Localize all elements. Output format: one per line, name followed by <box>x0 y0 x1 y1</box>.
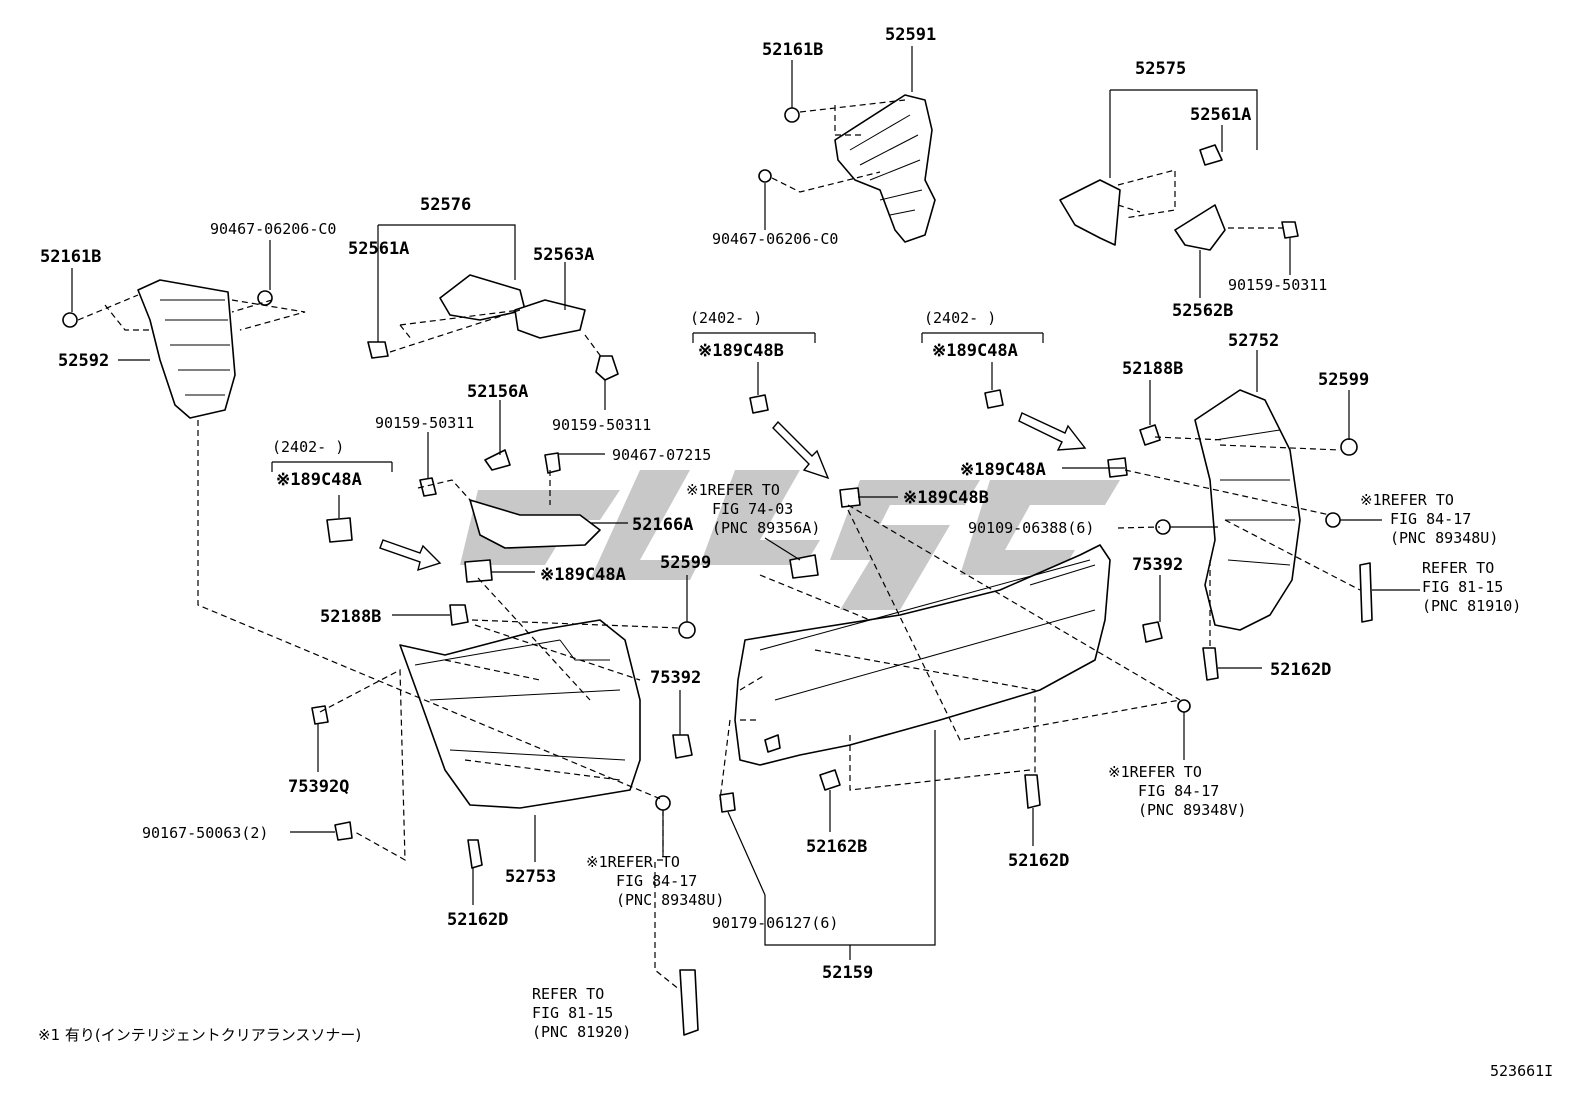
ref-fig-84-17-u-right: ※1REFER TO FIG 84-17 (PNC 89348U) <box>1360 491 1498 547</box>
bumper-cover-52159 <box>719 544 1111 813</box>
label-90467-left: 90467-06206-C0 <box>210 220 336 238</box>
label-75392-right: 75392 <box>1132 555 1183 575</box>
label-52162D-right: 52162D <box>1270 660 1331 680</box>
label-52162B: 52162B <box>806 837 867 857</box>
bolt-52599-right <box>1340 438 1358 456</box>
bumper-side-52752 <box>1024 389 1373 809</box>
ref-fig-84-17-u-left: ※1REFER TO FIG 84-17 (PNC 89348U) <box>586 853 724 909</box>
dashed-assembly-lines <box>77 99 1361 991</box>
label-52561A-left: 52561A <box>348 239 409 259</box>
svg-text:REFER TO: REFER TO <box>532 985 604 1003</box>
svg-text:※1REFER TO: ※1REFER TO <box>1360 491 1454 509</box>
label-52752: 52752 <box>1228 331 1279 351</box>
label-52561A-right: 52561A <box>1190 105 1251 125</box>
label-75392-mid: 75392 <box>650 668 701 688</box>
svg-text:(PNC 89348U): (PNC 89348U) <box>616 891 724 909</box>
label-52159: 52159 <box>822 963 873 983</box>
label-52162D-left: 52162D <box>447 910 508 930</box>
label-52753: 52753 <box>505 867 556 887</box>
label-52161B-top: 52161B <box>762 40 823 60</box>
leader-lines <box>71 46 1420 960</box>
label-90167: 90167-50063(2) <box>142 824 268 842</box>
clip-52599-mid <box>678 621 696 639</box>
label-89C48A-left: ※189C48A <box>276 470 362 490</box>
label-52162D-center: 52162D <box>1008 851 1069 871</box>
ref-fig-81-15-left: REFER TO FIG 81-15 (PNC 81920) <box>532 985 631 1041</box>
label-52156A: 52156A <box>467 382 528 402</box>
nut-90467-left <box>257 290 273 306</box>
svg-text:REFER TO: REFER TO <box>1422 559 1494 577</box>
label-90159-right: 90159-50311 <box>1228 276 1327 294</box>
note-date-left: (2402- ) <box>272 438 344 456</box>
bracket-52576 <box>367 274 619 381</box>
svg-text:FIG 81-15: FIG 81-15 <box>1422 578 1503 596</box>
label-52563A: 52563A <box>533 245 594 265</box>
svg-text:※1REFER TO: ※1REFER TO <box>1108 763 1202 781</box>
label-52592: 52592 <box>58 351 109 371</box>
svg-text:※1REFER TO: ※1REFER TO <box>586 853 680 871</box>
label-90179: 90179-06127(6) <box>712 914 838 932</box>
label-52599-mid: 52599 <box>660 553 711 573</box>
sensor-ring-right <box>1325 512 1341 528</box>
svg-text:FIG 84-17: FIG 84-17 <box>1138 782 1219 800</box>
clip-52161B-left <box>62 312 78 328</box>
nut-90467-top <box>758 169 772 183</box>
svg-text:※1REFER TO: ※1REFER TO <box>686 481 780 499</box>
note-date-mid: (2402- ) <box>690 309 762 327</box>
svg-text:(PNC 89348U): (PNC 89348U) <box>1390 529 1498 547</box>
label-90467-top: 90467-06206-C0 <box>712 230 838 248</box>
footnote: ※1 有り(インテリジェントクリアランスソナー) <box>38 1026 361 1044</box>
label-90159-under: 90159-50311 <box>552 416 651 434</box>
svg-text:FIG 84-17: FIG 84-17 <box>1390 510 1471 528</box>
clip-52161B-top <box>784 107 800 123</box>
label-75392Q: 75392Q <box>288 777 349 797</box>
label-52188B-right: 52188B <box>1122 359 1183 379</box>
bracket-52166A <box>419 449 601 549</box>
note-date-right: (2402- ) <box>924 309 996 327</box>
label-52575: 52575 <box>1135 59 1186 79</box>
label-89C48B-clip: ※189C48B <box>903 488 989 508</box>
svg-text:(PNC 81920): (PNC 81920) <box>532 1023 631 1041</box>
label-52161B-left: 52161B <box>40 247 101 267</box>
bumper-side-52753 <box>311 604 699 1036</box>
reference-notes: ※1REFER TO FIG 74-03 (PNC 89356A) ※1REFE… <box>532 481 1521 1041</box>
label-52576: 52576 <box>420 195 471 215</box>
svg-text:FIG 84-17: FIG 84-17 <box>616 872 697 890</box>
svg-text:(PNC 89356A): (PNC 89356A) <box>712 519 820 537</box>
figure-id: 523661I <box>1490 1062 1553 1080</box>
label-89C48A-right: ※189C48A <box>960 460 1046 480</box>
label-52562B: 52562B <box>1172 301 1233 321</box>
direction-arrows <box>379 412 1087 572</box>
label-89C48A-top: ※189C48A <box>932 341 1018 361</box>
ref-fig-74-03: ※1REFER TO FIG 74-03 (PNC 89356A) <box>686 481 820 537</box>
label-52188B-left: 52188B <box>320 607 381 627</box>
ref-fig-84-17-v: ※1REFER TO FIG 84-17 (PNC 89348V) <box>1108 763 1246 819</box>
bracket-52575 <box>1059 144 1299 251</box>
label-89C48B-top: ※189C48B <box>698 341 784 361</box>
svg-text:FIG 74-03: FIG 74-03 <box>712 500 793 518</box>
label-52599-right: 52599 <box>1318 370 1369 390</box>
svg-text:FIG 81-15: FIG 81-15 <box>532 1004 613 1022</box>
svg-text:(PNC 81910): (PNC 81910) <box>1422 597 1521 615</box>
label-52591: 52591 <box>885 25 936 45</box>
label-90467-07215: 90467-07215 <box>612 446 711 464</box>
label-90109: 90109-06388(6) <box>968 519 1094 537</box>
label-90159-mid: 90159-50311 <box>375 414 474 432</box>
label-89C48A-clip: ※189C48A <box>540 565 626 585</box>
part-labels: 52591 52161B 90467-06206-C0 52575 52561A… <box>40 25 1369 983</box>
label-52166A: 52166A <box>632 515 693 535</box>
ref-fig-81-15-right: REFER TO FIG 81-15 (PNC 81910) <box>1422 559 1521 615</box>
bracket-52591 <box>758 94 936 243</box>
bracket-52592 <box>62 279 273 419</box>
grommet-right <box>1177 699 1191 713</box>
svg-text:(PNC 89348V): (PNC 89348V) <box>1138 801 1246 819</box>
